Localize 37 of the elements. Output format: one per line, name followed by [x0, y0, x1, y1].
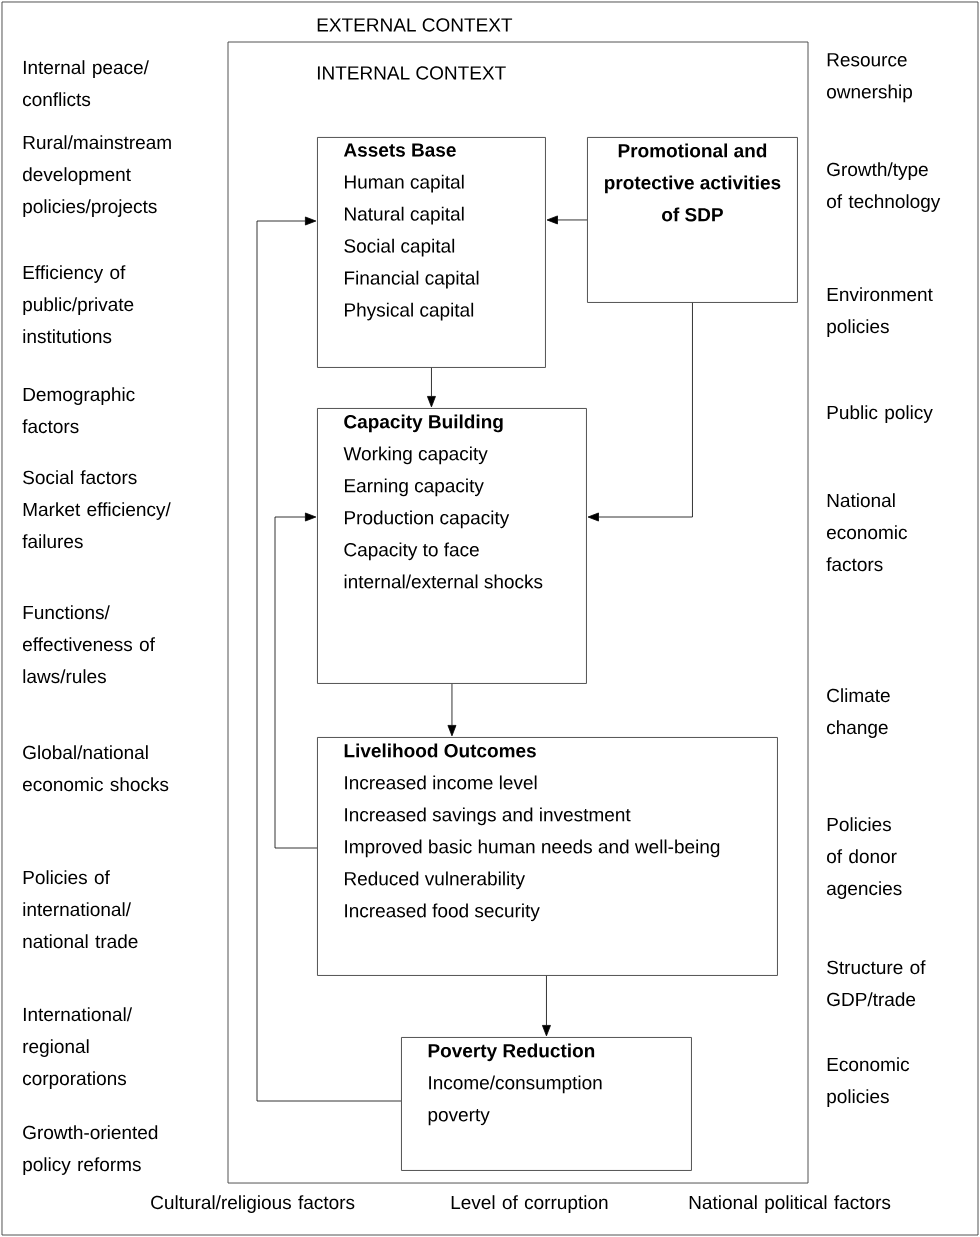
- factor-label: Level of corruption: [451, 1195, 608, 1213]
- factor-label: Growth/type of technology: [827, 162, 941, 212]
- factor-label: Policies of donor agencies: [827, 817, 902, 899]
- process-box: Livelihood Outcomes Increased income level Increased savings and investment Improved basic human needs and well-being Reduced vulnerability Increased food security: [317, 737, 778, 976]
- arrow: [256, 216, 402, 1102]
- factor-label: International/ regional corporations: [23, 1007, 133, 1089]
- arrow: [546, 215, 588, 225]
- factor-label: Internal peace/ conflicts: [23, 60, 149, 107]
- factor-label: Social factors: [23, 470, 137, 485]
- arrow: [542, 975, 551, 1037]
- factor-label: Cultural/religious factors: [151, 1195, 355, 1213]
- factor-label: Global/national economic shocks: [23, 745, 169, 792]
- process-box: Poverty Reduction Income/consumption poverty: [401, 1037, 692, 1171]
- factor-label: Demographic factors: [22, 387, 135, 434]
- factor-label: Climate change: [827, 688, 890, 738]
- process-box: Promotional and protective activities of SDP: [587, 137, 798, 303]
- arrow: [274, 512, 318, 849]
- factor-label: Resource ownership: [827, 53, 912, 103]
- factor-label: Public policy: [827, 405, 933, 423]
- factor-label: Market efficiency/ failures: [22, 502, 171, 549]
- factor-label: Rural/mainstream development policies/projects: [23, 135, 171, 217]
- process-box: Capacity Building Working capacity Earning capacity Production capacity Capacity to face internal/external shocks: [317, 408, 587, 684]
- factor-label: National economic factors: [826, 493, 907, 572]
- factor-label: Growth-oriented policy reforms: [23, 1125, 158, 1175]
- arrow: [447, 683, 457, 737]
- context-heading: EXTERNAL CONTEXT: [317, 18, 513, 32]
- factor-label: Functions/ effectiveness of laws/rules: [23, 605, 155, 684]
- arrow: [587, 302, 693, 522]
- factor-label: Policies of international/ national trade: [23, 870, 138, 949]
- factor-label: National political factors: [689, 1195, 891, 1213]
- factor-label: Structure of GDP/trade: [827, 960, 926, 1007]
- factor-label: Economic policies: [827, 1057, 910, 1107]
- context-heading: INTERNAL CONTEXT: [317, 66, 506, 80]
- factor-label: Efficiency of public/private institutions: [23, 265, 134, 344]
- process-box: Assets Base Human capital Natural capital Social capital Financial capital Physical capital: [317, 137, 546, 368]
- arrow: [427, 367, 436, 408]
- factor-label: Environment policies: [827, 287, 933, 337]
